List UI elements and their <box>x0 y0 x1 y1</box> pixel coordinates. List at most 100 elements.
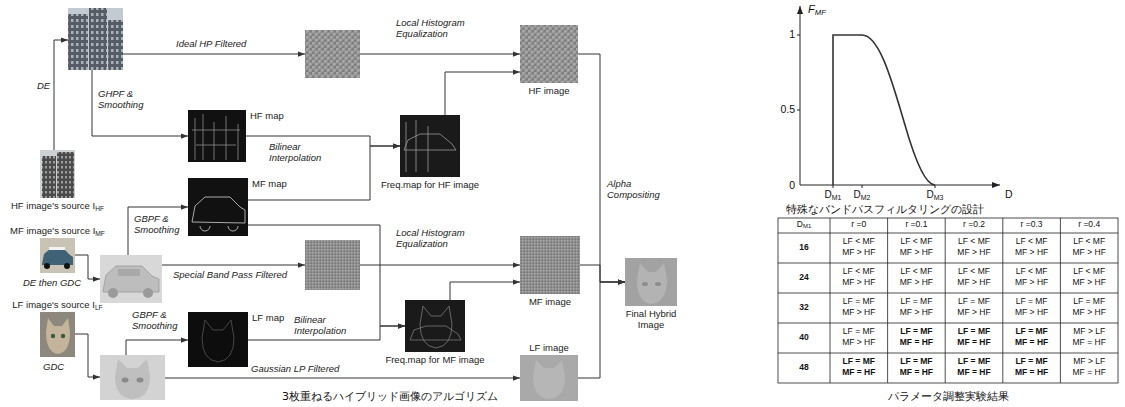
subscript: HF <box>95 205 104 212</box>
table-cell: MF = HF <box>1073 368 1106 377</box>
image-panel <box>100 255 162 303</box>
table-cell: LF < MF <box>1073 267 1105 276</box>
mf-map-image <box>188 178 248 236</box>
image-caption: Final Hybrid Image <box>615 308 687 330</box>
map-ground <box>405 300 465 352</box>
table-cell: MF = HF <box>1015 368 1048 377</box>
table-cell: MF > HF <box>842 338 875 347</box>
building <box>108 20 123 70</box>
cat-eye <box>51 334 55 338</box>
image-panel <box>100 355 165 400</box>
image-caption: Freq.map for HF image <box>381 179 479 190</box>
lf-image <box>520 355 578 401</box>
image-caption: MF image <box>529 296 571 307</box>
image-panel: LF image's source ILF <box>40 312 75 357</box>
image-caption: MF image's source IMF <box>10 225 105 236</box>
table-cell: MF = HF <box>957 338 990 347</box>
table-cell: MF > LF <box>1073 327 1105 336</box>
subscript: MF <box>95 230 105 237</box>
table-cell: 24 <box>799 273 808 282</box>
map-ground <box>188 110 246 162</box>
table-cell: MF > HF <box>900 248 933 257</box>
freq-map-image <box>405 300 465 352</box>
flow-arrow <box>162 265 305 266</box>
building <box>42 156 56 198</box>
map-strokes <box>404 120 456 172</box>
image-panel: Freq.map for MF image <box>405 300 465 352</box>
photo-ground <box>625 258 677 306</box>
building <box>89 8 107 70</box>
image-panel: HF image <box>520 25 578 83</box>
process-label: Ideal HP Filtered <box>175 38 247 49</box>
wheel <box>143 288 153 298</box>
photo-ground <box>40 150 75 198</box>
table-cell: MF = HF <box>842 368 875 377</box>
de-photo <box>68 8 123 70</box>
wheel <box>64 263 70 269</box>
process-label: Bilinear Interpolation <box>293 314 367 336</box>
process-label: Special Band Pass Filtered <box>172 269 288 280</box>
table-cell: MF > HF <box>1073 278 1106 287</box>
cat-eye <box>137 378 144 383</box>
cat-head <box>637 263 667 304</box>
hf-image <box>520 25 578 83</box>
map-ground <box>188 178 248 236</box>
figure-caption: 3枚重ねるハイブリッド画像のアルゴリズム <box>282 390 498 403</box>
map-strokes <box>202 320 234 362</box>
subscript: M1 <box>803 223 811 229</box>
table-cell: MF > HF <box>1073 248 1106 257</box>
car <box>103 266 159 292</box>
car <box>42 249 73 265</box>
table-cell: LF = MF <box>1015 357 1047 366</box>
cat-head <box>115 359 150 399</box>
process-label: Gaussian LP Filtered <box>250 363 340 374</box>
x-axis <box>800 185 1000 186</box>
photo-ground <box>100 255 162 303</box>
process-label: Local Histogram Equalization <box>395 17 507 39</box>
process-label: GDC <box>42 361 65 372</box>
photo-ground <box>40 312 75 357</box>
image-panel: HF map <box>188 110 246 162</box>
figure-caption: 特殊なバンドパスフィルタリングの設計 <box>786 203 984 216</box>
image-panel: Freq.map for HF image <box>400 115 460 177</box>
image-panel: Final Hybrid Image <box>625 258 677 306</box>
figure-caption: パラメータ調整実験結果 <box>888 390 1009 403</box>
freq-map-image <box>400 115 460 177</box>
image-panel <box>68 8 123 70</box>
table-cell: MF > HF <box>957 248 990 257</box>
table-cell: DM1 <box>797 220 811 229</box>
flow-arrow <box>92 70 188 136</box>
table-cell: MF > HF <box>1015 278 1048 287</box>
table-cell: MF = HF <box>900 368 933 377</box>
table-cell: MF = HF <box>900 338 933 347</box>
hf-map-image <box>188 110 246 162</box>
image-caption: Freq.map for MF image <box>385 354 484 365</box>
lf-source-photo <box>40 312 75 357</box>
image-caption: HF map <box>250 110 284 121</box>
table-cell: LF < MF <box>1073 237 1105 246</box>
table-cell: MF = HF <box>1015 338 1048 347</box>
flow-arrow <box>578 282 625 378</box>
table-cell: 32 <box>799 303 808 312</box>
process-label: GHPF & Smoothing <box>97 88 157 110</box>
table-cell: 48 <box>799 363 808 372</box>
process-label: DE then GDC <box>22 277 82 288</box>
table-rules <box>778 218 1118 383</box>
flow-arrow <box>450 282 520 300</box>
table-cell: LF = MF <box>958 357 990 366</box>
filtered-image <box>305 240 360 290</box>
table-cell: LF = MF <box>843 297 875 306</box>
image-caption: MF map <box>252 178 287 189</box>
axis-label: 0.5 <box>780 104 795 116</box>
axis-ticks <box>797 35 935 188</box>
subscript: M3 <box>934 194 944 201</box>
process-label: GBPF & Smoothing <box>131 309 187 331</box>
image-panel: MF map <box>188 178 248 236</box>
table-cell: r =0.1 <box>905 220 927 229</box>
table-cell: LF = MF <box>958 297 990 306</box>
process-label: Bilinear Interpolation <box>268 141 342 163</box>
table-cell: LF < MF <box>900 267 932 276</box>
table-cell: r =0.2 <box>963 220 985 229</box>
table-cell: LF = MF <box>900 357 932 366</box>
table-cell: r =0 <box>851 220 866 229</box>
